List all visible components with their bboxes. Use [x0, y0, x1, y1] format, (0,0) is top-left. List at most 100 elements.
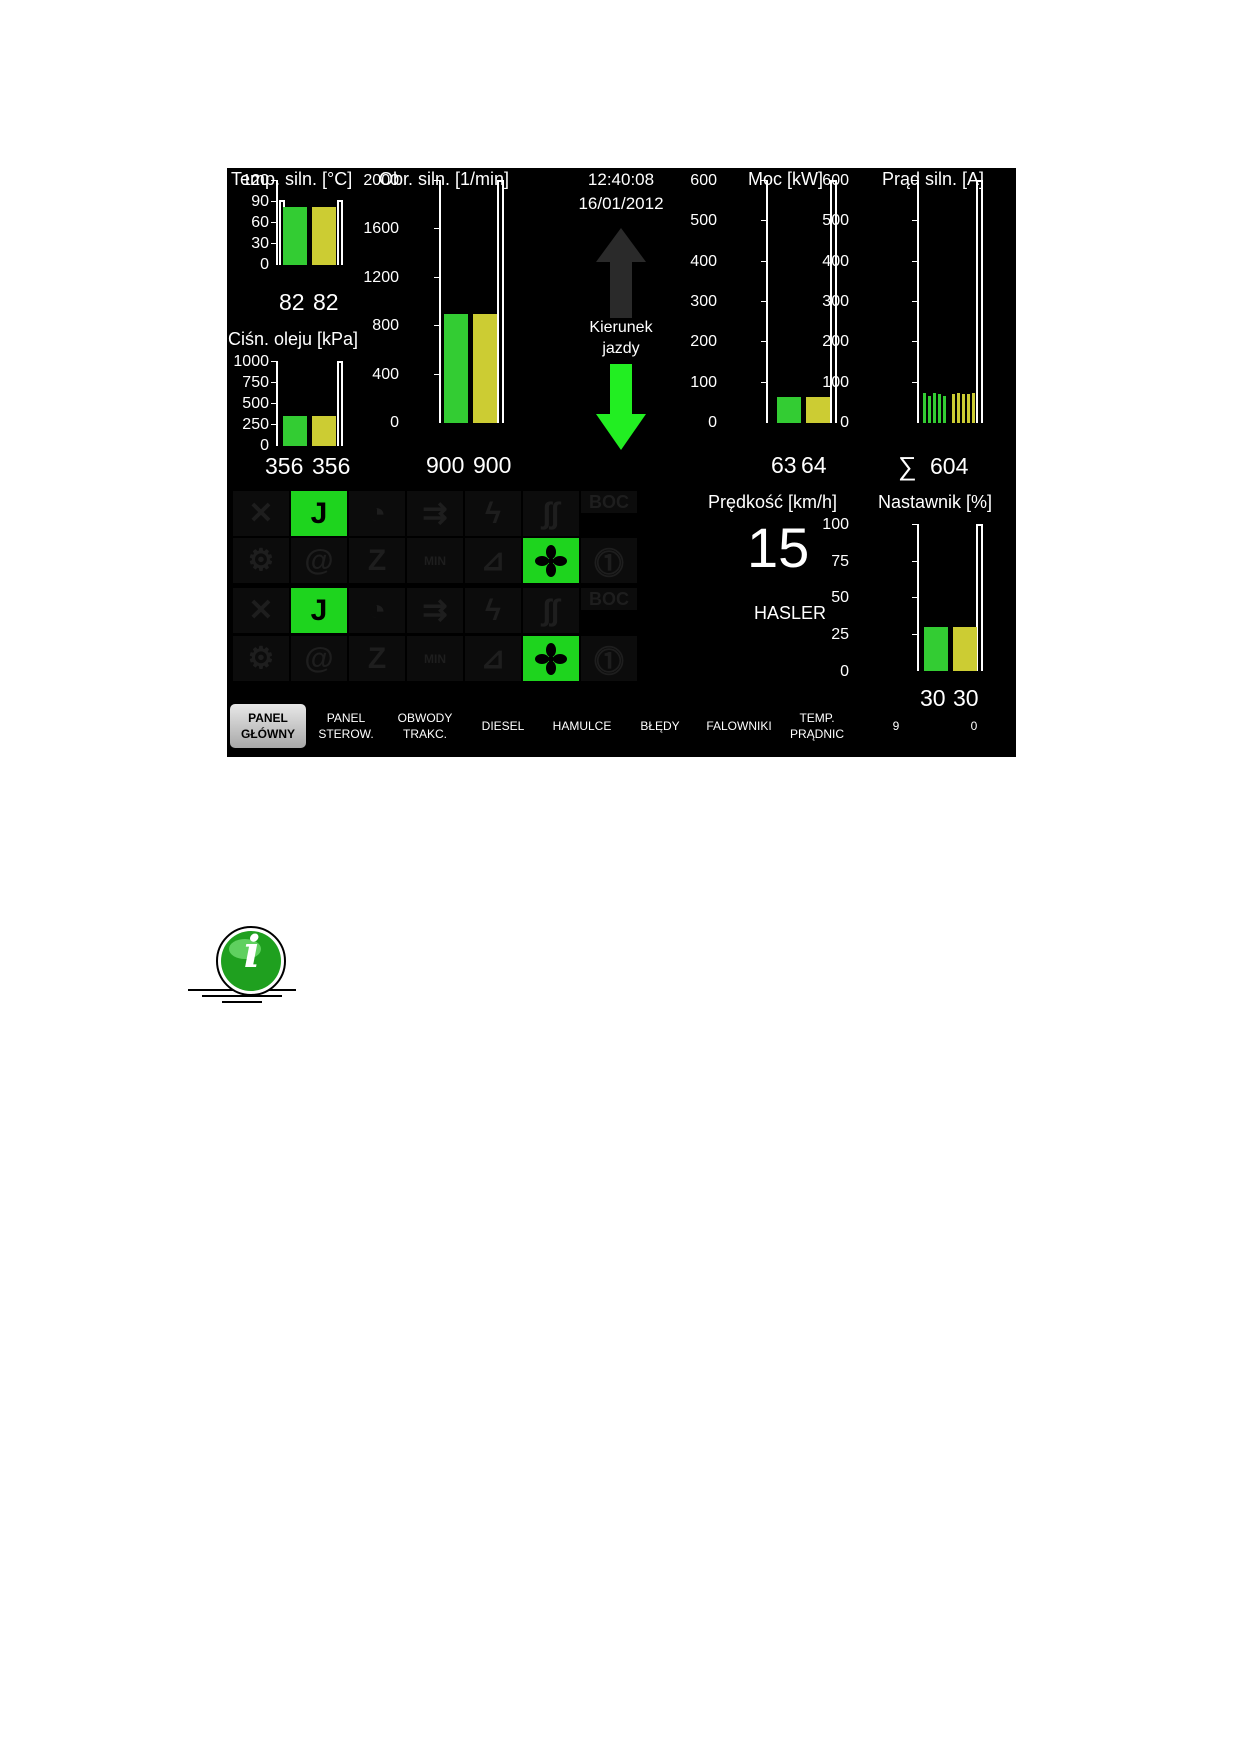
clock-date: 16/01/2012 [578, 194, 664, 213]
tab-label: HAMULCE [552, 719, 612, 733]
rpm-bar-2 [473, 314, 497, 423]
info-letter: i [243, 927, 261, 978]
tab-falowniki[interactable]: FALOWNIKI [701, 704, 777, 748]
z-label: Z [367, 543, 387, 577]
tab-bledy[interactable]: BŁĘDY [622, 704, 698, 748]
tab-label: FALOWNIKI [706, 719, 772, 733]
tab-9[interactable]: 9 [858, 704, 934, 748]
current-tick: 600 [822, 172, 849, 189]
current-tick: 400 [822, 253, 849, 270]
info-icon: i [188, 925, 300, 1009]
rpm-tick: 0 [390, 414, 399, 431]
tab-label: TRAKC. [402, 727, 447, 741]
rpm-tick: 2000 [363, 172, 399, 189]
power-value-2: 64 [801, 452, 827, 478]
oil-tick: 500 [242, 395, 269, 412]
power-bars [777, 180, 833, 423]
spiral-icon: @ [291, 636, 347, 681]
z-indicator: Z [349, 636, 405, 681]
power-tick: 600 [690, 172, 717, 189]
controller-bars [924, 524, 980, 671]
temp-bars [283, 180, 339, 265]
rpm-bar-1 [444, 314, 468, 423]
boc-indicator: BOC [581, 491, 637, 513]
heating-icon: ∫∫ [523, 588, 579, 633]
j-indicator: J [291, 491, 347, 536]
direction-down-arrow-icon [596, 364, 646, 450]
locomotive-display: Temp. siln. [°C] 120 90 60 30 0 82 82 Ci… [227, 168, 1016, 757]
tab-hamulce[interactable]: HAMULCE [544, 704, 620, 748]
min-label: MIN [424, 553, 446, 568]
temp-value-1: 82 [279, 289, 305, 315]
tab-diesel[interactable]: DIESEL [465, 704, 541, 748]
tab-label: PANEL [248, 711, 288, 725]
current-sum-value: 604 [930, 453, 969, 479]
oil-tick: 0 [260, 437, 269, 454]
tab-label: PRĄDNIC [789, 727, 844, 741]
current-segment [933, 393, 936, 423]
temp-tick: 0 [260, 256, 269, 273]
lightning-icon: ϟ [465, 491, 521, 536]
oil-bars [283, 361, 339, 446]
oil-tick: 250 [242, 416, 269, 433]
temp-tick: 90 [251, 193, 269, 210]
rpm-value-2: 900 [473, 452, 512, 478]
tab-label: BŁĘDY [640, 719, 680, 733]
warning-icon: ⓵ [581, 636, 637, 681]
lightning-icon: ϟ [465, 588, 521, 633]
current-bars [923, 386, 979, 423]
power-tick: 200 [690, 333, 717, 350]
temp-tick: 120 [242, 172, 269, 189]
status-indicator-grid: ✕ J ◔ ⇉ ϟ ∫∫ BOC ⚙ @ Z MIN ⊿ ⓵ ✕ J ◔ ⇉ ϟ… [233, 491, 653, 691]
current-sum-symbol: ∑ [898, 451, 917, 481]
current-segment [972, 393, 975, 423]
gauge-icon: ◔ [349, 588, 405, 633]
heating-icon: ∫∫ [523, 491, 579, 536]
tab-temp-pradnic[interactable]: TEMP.PRĄDNIC [779, 704, 855, 748]
fan-icon [523, 636, 579, 681]
oil-bar-1 [283, 416, 307, 446]
oil-tick: 750 [242, 374, 269, 391]
min-indicator: MIN [407, 636, 463, 681]
oil-bar-2 [312, 416, 336, 446]
rpm-tick: 1200 [363, 269, 399, 286]
controller-tick: 75 [831, 553, 849, 570]
pantograph-icon: ✕ [233, 588, 289, 633]
controller-tick: 25 [831, 626, 849, 643]
speed-title: Prędkość [km/h] [708, 492, 838, 512]
current-segment [952, 394, 955, 423]
current-title: Prąd siln. [A] [882, 169, 985, 189]
temp-title: Temp. siln. [°C] [231, 169, 353, 189]
controller-bar-1 [924, 627, 948, 671]
j-indicator: J [291, 588, 347, 633]
current-tick: 500 [822, 212, 849, 229]
tab-0[interactable]: 0 [936, 704, 1012, 748]
rpm-value-1: 900 [426, 452, 465, 478]
temp-bar-2 [312, 207, 336, 265]
controller-value-2: 30 [953, 685, 979, 711]
current-tick: 300 [822, 293, 849, 310]
z-label: Z [367, 641, 387, 675]
current-segment [928, 396, 931, 423]
compressor-icon: ⚙ [233, 538, 289, 583]
current-segment [957, 393, 960, 423]
power-tick: 400 [690, 253, 717, 270]
boc-label: BOC [589, 491, 629, 512]
current-segment [943, 396, 946, 423]
tab-label: DIESEL [481, 719, 525, 733]
controller-tick: 50 [831, 589, 849, 606]
tab-label: 0 [970, 719, 978, 733]
power-tick: 100 [690, 374, 717, 391]
current-tick: 200 [822, 333, 849, 350]
spiral-icon: @ [291, 538, 347, 583]
power-value-1: 63 [771, 452, 797, 478]
warning-icon: ⓵ [581, 538, 637, 583]
j-label: J [310, 593, 328, 627]
transmission-icon: ⇉ [407, 588, 463, 633]
current-tick: 100 [822, 374, 849, 391]
oil-value-2: 356 [312, 453, 351, 479]
controller-tick: 100 [822, 516, 849, 533]
